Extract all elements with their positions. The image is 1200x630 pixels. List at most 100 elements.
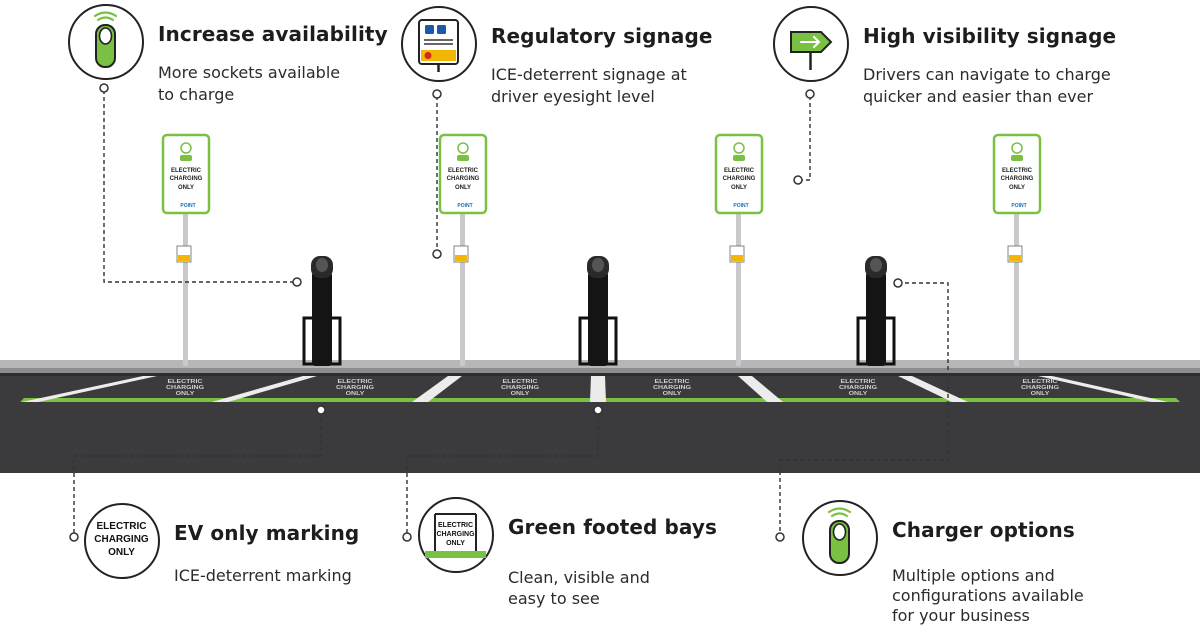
bay-marking-text: ONLY	[663, 391, 683, 397]
sign-text: ELECTRIC	[724, 168, 755, 174]
charger-display	[870, 258, 882, 272]
sign-post: ELECTRIC CHARGING ONLY POINT	[992, 133, 1042, 366]
charger-display	[592, 258, 604, 272]
bay-separator-line	[590, 376, 606, 402]
bay-separator-line	[412, 376, 462, 402]
sign-text: ONLY	[731, 185, 747, 191]
svg-text:ELECTRIC: ELECTRIC	[438, 522, 473, 529]
car-icon	[457, 155, 469, 161]
bay-marking-text: ONLY	[511, 391, 531, 397]
feature-title: Regulatory signage	[491, 24, 713, 48]
bay-marking-text: ELECTRIC	[655, 379, 690, 385]
bay-markings: ELECTRICCHARGINGONLYELECTRICCHARGINGONLY…	[166, 379, 1059, 397]
sign-text: ELECTRIC	[171, 168, 202, 174]
feature-title: Green footed bays	[508, 515, 718, 539]
brand-text: POINT	[733, 203, 748, 209]
bay-lines	[22, 376, 1168, 402]
car-icon	[1011, 155, 1023, 161]
ev-sign	[714, 133, 764, 215]
feature-desc: ICE-deterrent marking	[174, 566, 352, 585]
bay-marking-text: ONLY	[346, 391, 366, 397]
svg-text:CHARGING: CHARGING	[94, 534, 149, 545]
svg-text:ONLY: ONLY	[108, 547, 135, 558]
sign-post: ELECTRIC CHARGING ONLY POINT	[714, 133, 764, 366]
charger-unit	[302, 256, 342, 366]
bay-marking-text: ONLY	[176, 391, 196, 397]
plug-icon	[180, 142, 192, 154]
bay-marking-text: CHARGING	[336, 385, 374, 391]
charger-unit	[578, 256, 618, 366]
chargers	[302, 256, 896, 366]
connector-dots	[69, 83, 903, 542]
svg-text:CHARGING: CHARGING	[436, 531, 475, 538]
svg-text:ELECTRIC: ELECTRIC	[97, 521, 147, 532]
charger-unit	[856, 256, 896, 366]
kerb	[0, 368, 1200, 373]
bay-separator-line	[738, 376, 783, 402]
bay-marking-text: CHARGING	[501, 385, 539, 391]
bay-separator-line	[22, 376, 157, 402]
feature-title: High visibility signage	[863, 24, 1117, 48]
plate-band	[1009, 255, 1021, 261]
bay-marking-text: ELECTRIC	[841, 379, 876, 385]
bay-marking-text: CHARGING	[653, 385, 691, 391]
plate-band	[455, 255, 467, 261]
bay-marking-text: ELECTRIC	[168, 379, 203, 385]
sign-text: CHARGING	[723, 176, 756, 182]
ev-sign	[161, 133, 211, 215]
ev-sign	[438, 133, 488, 215]
feature-title: Increase availability	[158, 22, 388, 46]
brand-text: POINT	[180, 203, 195, 209]
bay-marking-text: ONLY	[849, 391, 869, 397]
sign-text: ONLY	[178, 185, 194, 191]
bay-marking-text: ELECTRIC	[503, 379, 538, 385]
bay-marking-text: CHARGING	[1021, 385, 1059, 391]
bay-marking-text: CHARGING	[839, 385, 877, 391]
ev-marking-icon: ELECTRIC CHARGING ONLY	[84, 503, 160, 579]
plug-icon	[457, 142, 469, 154]
sign-text: ONLY	[455, 185, 471, 191]
sign-text: ONLY	[1009, 185, 1025, 191]
sign-text: CHARGING	[170, 176, 203, 182]
sign-text: ELECTRIC	[448, 168, 479, 174]
connectors	[73, 90, 949, 535]
bay-separator-line	[1038, 376, 1168, 402]
brand-text: POINT	[457, 203, 472, 209]
car-icon	[733, 155, 745, 161]
sign-posts: ELECTRIC CHARGING ONLY POINT ELECTRIC CHARGIN…	[161, 133, 1042, 366]
plate-band	[731, 255, 743, 261]
sign-post: ELECTRIC CHARGING ONLY POINT	[438, 133, 488, 366]
sign-post: ELECTRIC CHARGING ONLY POINT	[161, 133, 211, 366]
regulatory-sign-icon	[401, 6, 477, 82]
charger-icon	[68, 4, 144, 80]
charger-display	[316, 258, 328, 272]
charger-body	[312, 272, 332, 366]
sign-text: CHARGING	[1001, 176, 1034, 182]
svg-text:ONLY: ONLY	[446, 540, 465, 547]
green-bay-icon: ELECTRIC CHARGING ONLY	[418, 497, 494, 573]
charger-body	[866, 272, 886, 366]
brand-text: POINT	[1011, 203, 1026, 209]
plate-band	[178, 255, 190, 261]
bay-separator-line	[898, 376, 968, 402]
bay-marking-text: ELECTRIC	[1023, 379, 1058, 385]
feature-title: EV only marking	[174, 521, 360, 545]
plug-icon	[1011, 142, 1023, 154]
sign-text: CHARGING	[447, 176, 480, 182]
charger-icon	[802, 500, 878, 576]
sign-text: ELECTRIC	[1002, 168, 1033, 174]
bay-marking-text: ONLY	[1031, 391, 1051, 397]
bay-separator-line	[212, 376, 317, 402]
